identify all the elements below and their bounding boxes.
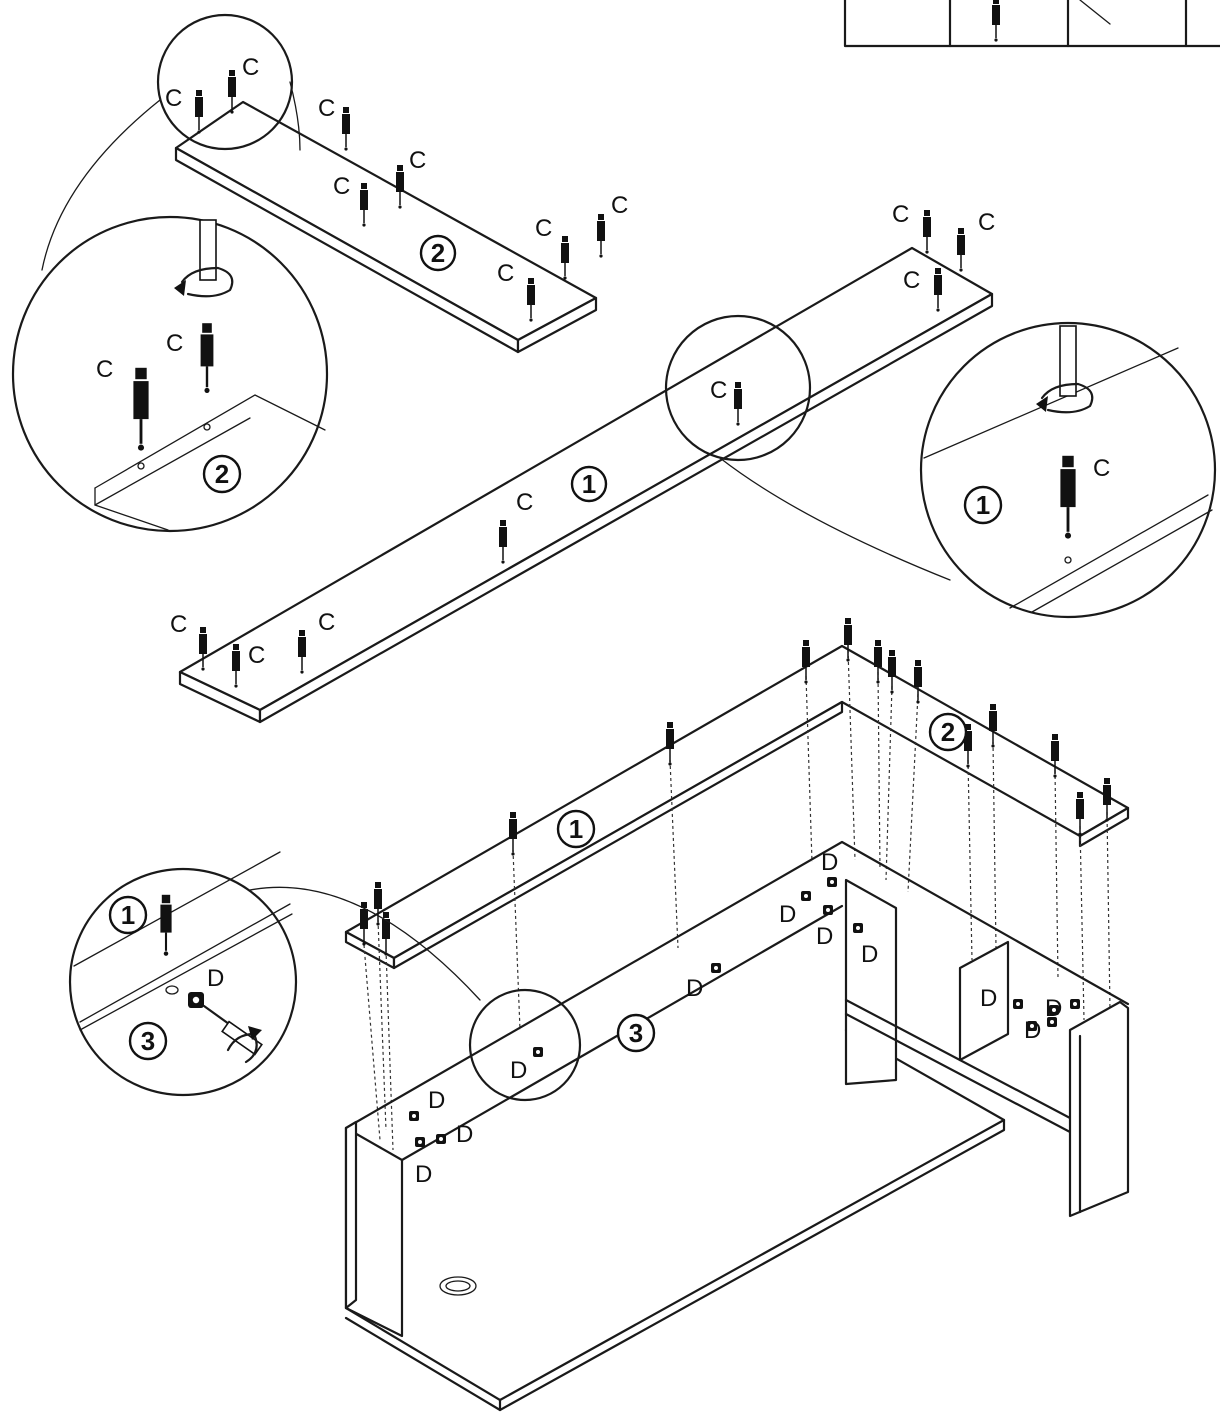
svg-text:1: 1 — [976, 490, 990, 520]
svg-text:D: D — [980, 985, 997, 1012]
zoom-detail-panel-2 — [11, 215, 329, 533]
callout-panel-2-upper: 2 — [419, 234, 457, 272]
svg-text:C: C — [165, 85, 182, 112]
fixing-lines — [363, 649, 1111, 1151]
svg-text:3: 3 — [629, 1018, 643, 1048]
svg-text:2: 2 — [941, 717, 955, 747]
svg-text:D: D — [816, 923, 833, 950]
svg-text:2: 2 — [215, 459, 229, 489]
svg-text:C: C — [318, 95, 335, 122]
svg-text:D: D — [1045, 995, 1062, 1022]
svg-text:D: D — [415, 1161, 432, 1188]
panel-2-board — [174, 100, 598, 354]
svg-text:C: C — [903, 267, 920, 294]
svg-text:C: C — [611, 192, 628, 219]
desk-top-panel — [344, 644, 1130, 970]
svg-text:C: C — [892, 201, 909, 228]
svg-text:C: C — [333, 173, 350, 200]
svg-text:D: D — [779, 901, 796, 928]
svg-text:C: C — [978, 209, 995, 236]
zoom-circle-cam-lock — [468, 988, 582, 1102]
callout-panel-1-upper: 1 — [570, 465, 608, 503]
svg-text:2: 2 — [431, 238, 445, 268]
svg-text:D: D — [821, 849, 838, 876]
zoom-circle-panel-1-center — [664, 314, 812, 462]
svg-text:C: C — [516, 489, 533, 516]
svg-text:3: 3 — [141, 1026, 155, 1056]
callout-panel-1-zoom: 1 — [963, 485, 1003, 525]
zoom-connector-right — [719, 457, 951, 581]
zoom-connector-lower — [249, 886, 481, 1001]
callout-panel-2-lower: 2 — [928, 712, 968, 752]
svg-text:D: D — [861, 941, 878, 968]
svg-text:D: D — [1024, 1017, 1041, 1044]
svg-text:C: C — [166, 330, 183, 357]
svg-text:C: C — [242, 54, 259, 81]
svg-text:C: C — [409, 147, 426, 174]
svg-text:C: C — [96, 356, 113, 383]
svg-text:C: C — [318, 609, 335, 636]
zoom-circle-panel-2-corner — [156, 13, 294, 151]
svg-text:D: D — [686, 975, 703, 1002]
zoom-detail-panel-1 — [919, 321, 1217, 619]
callout-body-3: 3 — [616, 1013, 656, 1053]
svg-text:D: D — [456, 1121, 473, 1148]
svg-text:1: 1 — [569, 814, 583, 844]
svg-text:D: D — [207, 965, 224, 992]
svg-text:C: C — [535, 215, 552, 242]
callout-zoom-1: 1 — [108, 895, 148, 935]
zoom-connector-left — [41, 99, 161, 271]
svg-text:1: 1 — [582, 469, 596, 499]
callout-zoom-3: 3 — [128, 1021, 168, 1061]
svg-text:D: D — [510, 1057, 527, 1084]
d-labels: D D D D D D D D D D D D D — [207, 849, 1062, 1188]
callout-panel-1-lower: 1 — [556, 809, 596, 849]
svg-text:C: C — [710, 377, 727, 404]
reference-table — [843, 0, 1220, 48]
desk-body — [344, 840, 1130, 1412]
svg-text:C: C — [170, 611, 187, 638]
svg-text:C: C — [1093, 455, 1110, 482]
zoom-detail-cam-lock — [68, 851, 298, 1097]
svg-text:C: C — [248, 642, 265, 669]
svg-text:C: C — [497, 260, 514, 287]
c-labels: C C C C C C C C C C C C C C C C C C C — [96, 54, 1110, 669]
callout-panel-2-zoom: 2 — [202, 454, 242, 494]
svg-text:D: D — [428, 1087, 445, 1114]
svg-text:1: 1 — [121, 900, 135, 930]
